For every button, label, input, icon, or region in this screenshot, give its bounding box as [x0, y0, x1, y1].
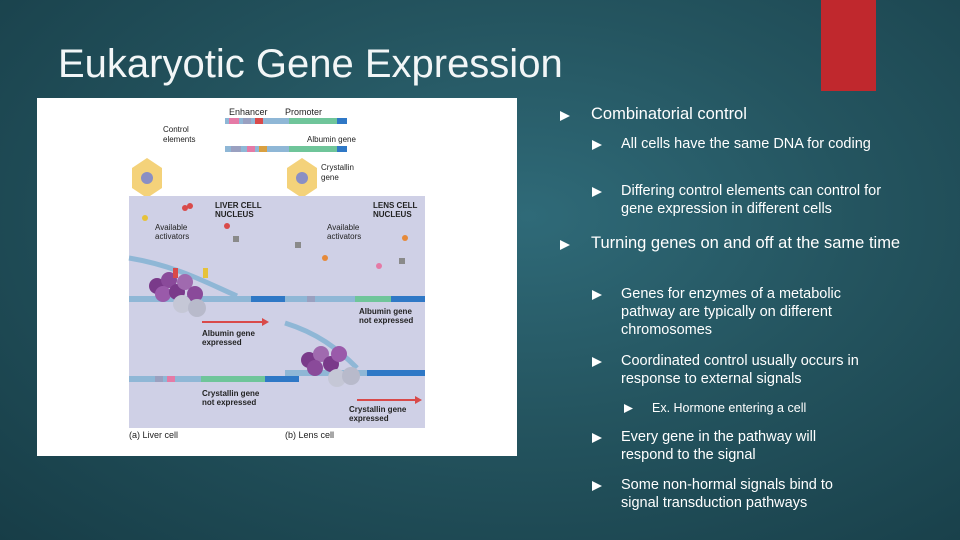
enhancer-label: Enhancer	[229, 107, 268, 117]
activators-left-icon	[142, 203, 239, 242]
available-activators-right-1: Available	[327, 223, 360, 232]
crystallin-not-expressed-label-2: not expressed	[202, 398, 256, 407]
top-dna-crystallin	[225, 146, 347, 152]
lens-nucleus-panel	[285, 196, 425, 428]
available-activators-left-2: activators	[155, 232, 189, 241]
bullet-text: Every gene in the pathway will respond t…	[621, 429, 817, 464]
bullet-diamond-icon	[560, 107, 570, 121]
activators-right-icon	[295, 235, 408, 269]
bullet-text: Coordinated control usually occurs in re…	[621, 353, 859, 388]
crystallin-gene-label-1: Crystallin	[321, 163, 354, 172]
liver-dna-complex-icon	[128, 255, 299, 317]
gene-expression-figure: Enhancer Promoter Control elements Album…	[37, 98, 517, 456]
accent-bar	[821, 0, 876, 91]
caption-b: (b) Lens cell	[285, 430, 334, 440]
liver-arrow-icon	[202, 318, 269, 326]
lens-albumin-dna-icon	[285, 296, 425, 302]
crystallin-not-expressed-label-1: Crystallin gene	[202, 389, 260, 398]
albumin-not-expressed-label-2: not expressed	[359, 316, 413, 325]
lens-dna-complex-icon	[284, 320, 425, 387]
lens-arrow-icon	[357, 396, 422, 404]
bullet-text: Genes for enzymes of a metabolic pathway…	[621, 286, 842, 339]
liver-crystallin-dna-icon	[129, 376, 299, 382]
liver-nucleus-panel	[129, 196, 299, 428]
bullet-diamond-icon	[592, 431, 602, 443]
bullet-diamond-icon	[560, 236, 570, 250]
caption-a: (a) Liver cell	[129, 430, 178, 440]
albumin-not-expressed-label-1: Albumin gene	[359, 307, 412, 316]
liver-nucleus-label-1: LIVER CELL	[215, 201, 262, 210]
crystallin-gene-label-2: gene	[321, 173, 339, 182]
bullet-diamond-icon	[592, 288, 602, 300]
bullet-text: Some non-hormal signals bind to signal t…	[621, 477, 833, 512]
bullet-text: Combinatorial control	[591, 105, 747, 123]
bullet-diamond-icon	[592, 479, 602, 491]
liver-nucleus-label-2: NUCLEUS	[215, 210, 254, 219]
lens-nucleus-label-1: LENS CELL	[373, 201, 418, 210]
control-elements-label-1: Control	[163, 125, 189, 134]
bullet-text: Differing control elements can control f…	[621, 183, 882, 218]
albumin-expressed-label-1: Albumin gene	[202, 329, 255, 338]
bullet-diamond-icon	[592, 185, 602, 197]
crystallin-expressed-label-1: Crystallin gene	[349, 405, 407, 414]
bullet-diamond-icon	[624, 403, 634, 413]
bullet-text: Ex. Hormone entering a cell	[652, 401, 807, 415]
crystallin-expressed-label-2: expressed	[349, 414, 389, 423]
available-activators-right-2: activators	[327, 232, 361, 241]
lens-nucleus-label-2: NUCLEUS	[373, 210, 412, 219]
bullet-diamond-icon	[592, 355, 602, 367]
promoter-label: Promoter	[285, 107, 322, 117]
albumin-expressed-label-2: expressed	[202, 338, 242, 347]
bullet-text: Turning genes on and off at the same tim…	[591, 234, 901, 252]
signal-cell-left-icon	[132, 158, 162, 198]
bullet-text: All cells have the same DNA for coding	[621, 136, 871, 152]
albumin-gene-label: Albumin gene	[307, 135, 356, 144]
available-activators-left-1: Available	[155, 223, 188, 232]
bullet-diamond-icon	[592, 138, 602, 150]
top-dna-albumin	[225, 118, 347, 124]
control-elements-label-2: elements	[163, 135, 195, 144]
slide-title: Eukaryotic Gene Expression	[58, 42, 563, 86]
figure-diagram: Enhancer Promoter Control elements Album…	[128, 107, 425, 440]
signal-cell-right-icon	[287, 158, 317, 198]
